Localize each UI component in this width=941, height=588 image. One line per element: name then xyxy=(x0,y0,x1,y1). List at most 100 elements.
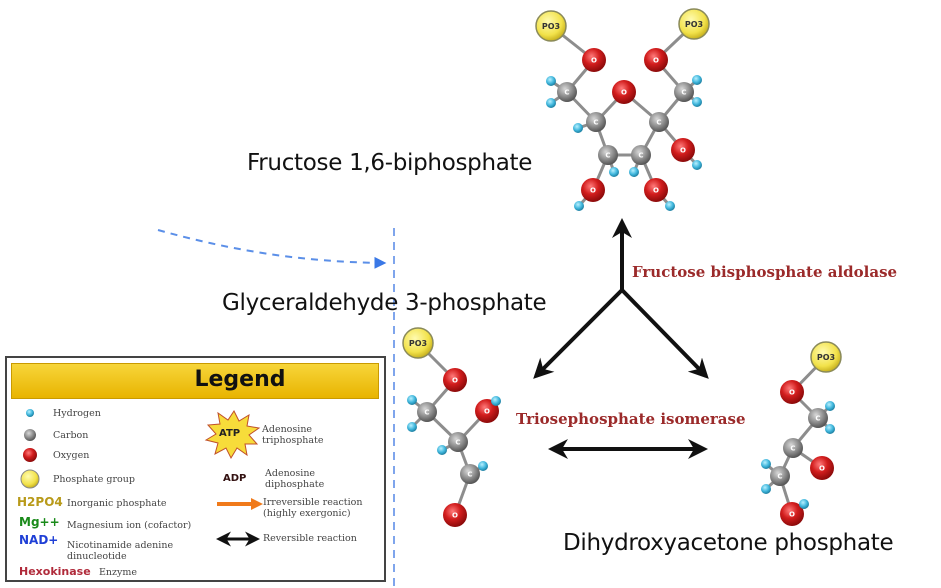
carbon-atom-label: C xyxy=(638,152,643,160)
adp-symbol: ADP xyxy=(223,473,247,484)
legend-oxygen: Oxygen xyxy=(53,450,90,461)
hydrogen-atom xyxy=(573,123,583,133)
phosphate-group-label: PO3 xyxy=(817,353,835,362)
hydrogen-atom xyxy=(825,424,835,434)
carbon-atom-label: C xyxy=(605,152,610,160)
hydrogen-atom xyxy=(407,422,417,432)
phosphate-group xyxy=(678,8,710,40)
carbon-atom-label: C xyxy=(656,119,661,127)
oxygen-atom xyxy=(780,502,804,526)
carbon-atom xyxy=(631,145,651,165)
hydrogen-atom xyxy=(407,395,417,405)
carbon-atom xyxy=(770,466,790,486)
carbon-atom xyxy=(448,432,468,452)
hydrogen-atom xyxy=(692,97,702,107)
mg-symbol: Mg++ xyxy=(19,515,60,529)
atp-symbol: ATP xyxy=(219,428,241,439)
irreversible-arrowhead-icon xyxy=(251,498,263,510)
phosphate-group xyxy=(535,10,567,42)
hydrogen-atom xyxy=(692,75,702,85)
hexokinase-symbol: Hexokinase xyxy=(19,565,91,578)
carbon-atom xyxy=(783,438,803,458)
phosphate-group xyxy=(810,341,842,373)
carbon-atom-label: C xyxy=(790,445,795,453)
phosphate-icon xyxy=(20,469,40,489)
oxygen-atom-label: O xyxy=(789,389,795,397)
legend-title: Legend xyxy=(194,367,286,392)
legend-mg: Magnesium ion (cofactor) xyxy=(67,520,192,531)
hydrogen-atom xyxy=(609,167,619,177)
hydrogen-atom xyxy=(437,445,447,455)
dashed-curve-arrow xyxy=(157,229,387,269)
phosphate-group-label: PO3 xyxy=(542,22,560,31)
oxygen-atom xyxy=(581,178,605,202)
oxygen-atom-label: O xyxy=(452,377,458,385)
hydrogen-atom xyxy=(546,76,556,86)
carbon-atom-label: C xyxy=(815,415,820,423)
hydrogen-atom xyxy=(546,98,556,108)
oxygen-atom-label: O xyxy=(653,187,659,195)
carbon-atom xyxy=(417,402,437,422)
legend-icons xyxy=(20,409,263,547)
oxygen-atom xyxy=(780,380,804,404)
dhap-label: Dihydroxyacetone phosphate xyxy=(563,530,894,556)
legend-h2po4: Inorganic phosphate xyxy=(67,498,167,509)
f16bp-label: Fructose 1,6-biphosphate xyxy=(247,150,533,176)
legend-reversible: Reversible reaction xyxy=(263,533,357,544)
carbon-atom xyxy=(586,112,606,132)
oxygen-atom xyxy=(810,456,834,480)
phosphate-group-label: PO3 xyxy=(685,20,703,29)
oxygen-atom xyxy=(612,80,636,104)
carbon-atom-label: C xyxy=(455,439,460,447)
oxygen-atom-label: O xyxy=(621,89,627,97)
legend-irreversible: Irreversible reaction (highly exergonic) xyxy=(263,497,363,519)
aldolase-label: Fructose bisphosphate aldolase xyxy=(632,263,898,281)
oxygen-atom xyxy=(443,503,467,527)
oxygen-atom-label: O xyxy=(484,408,490,416)
phosphate-group xyxy=(402,327,434,359)
oxygen-atom-label: O xyxy=(590,187,596,195)
g3p-label: Glyceraldehyde 3-phosphate xyxy=(222,290,547,316)
nad-symbol: NAD+ xyxy=(19,533,59,547)
legend: Legend Hydrogen Carbon Oxygen Phosphate … xyxy=(5,356,386,582)
phosphate-group-label: PO3 xyxy=(409,339,427,348)
oxygen-atom xyxy=(671,138,695,162)
hydrogen-icon xyxy=(26,409,34,417)
carbon-icon xyxy=(24,429,36,441)
oxygen-atom-label: O xyxy=(452,512,458,520)
carbon-atom-label: C xyxy=(681,89,686,97)
carbon-atom-label: C xyxy=(467,471,472,479)
legend-nad: Nicotinamide adenine dinucleotide xyxy=(67,540,174,562)
oxygen-atom xyxy=(443,368,467,392)
carbon-atom xyxy=(808,408,828,428)
carbon-atom-label: C xyxy=(564,89,569,97)
hydrogen-atom xyxy=(478,461,488,471)
hydrogen-atom xyxy=(491,396,501,406)
legend-atp: Adenosine triphosphate xyxy=(262,424,324,446)
oxygen-atom xyxy=(644,48,668,72)
oxygen-atom xyxy=(582,48,606,72)
hydrogen-atom xyxy=(629,167,639,177)
hydrogen-atom xyxy=(761,459,771,469)
oxygen-atom-label: O xyxy=(591,57,597,65)
h2po4-symbol: H2PO4 xyxy=(17,495,63,509)
carbon-atom xyxy=(674,82,694,102)
hydrogen-atom xyxy=(692,160,702,170)
oxygen-atom-label: O xyxy=(789,511,795,519)
hydrogen-atom xyxy=(825,401,835,411)
carbon-atom-label: C xyxy=(593,119,598,127)
carbon-atom-label: C xyxy=(777,473,782,481)
oxygen-atom-label: O xyxy=(680,147,686,155)
oxygen-atom-label: O xyxy=(653,57,659,65)
hydrogen-atom xyxy=(761,484,771,494)
hydrogen-atom xyxy=(574,201,584,211)
legend-enzyme: Enzyme xyxy=(99,567,138,578)
legend-hydrogen: Hydrogen xyxy=(53,408,101,419)
isomerase-label: Triosephosphate isomerase xyxy=(516,410,746,428)
legend-carbon: Carbon xyxy=(53,430,89,441)
legend-adp: Adenosine diphosphate xyxy=(265,468,325,490)
hydrogen-atom xyxy=(799,499,809,509)
